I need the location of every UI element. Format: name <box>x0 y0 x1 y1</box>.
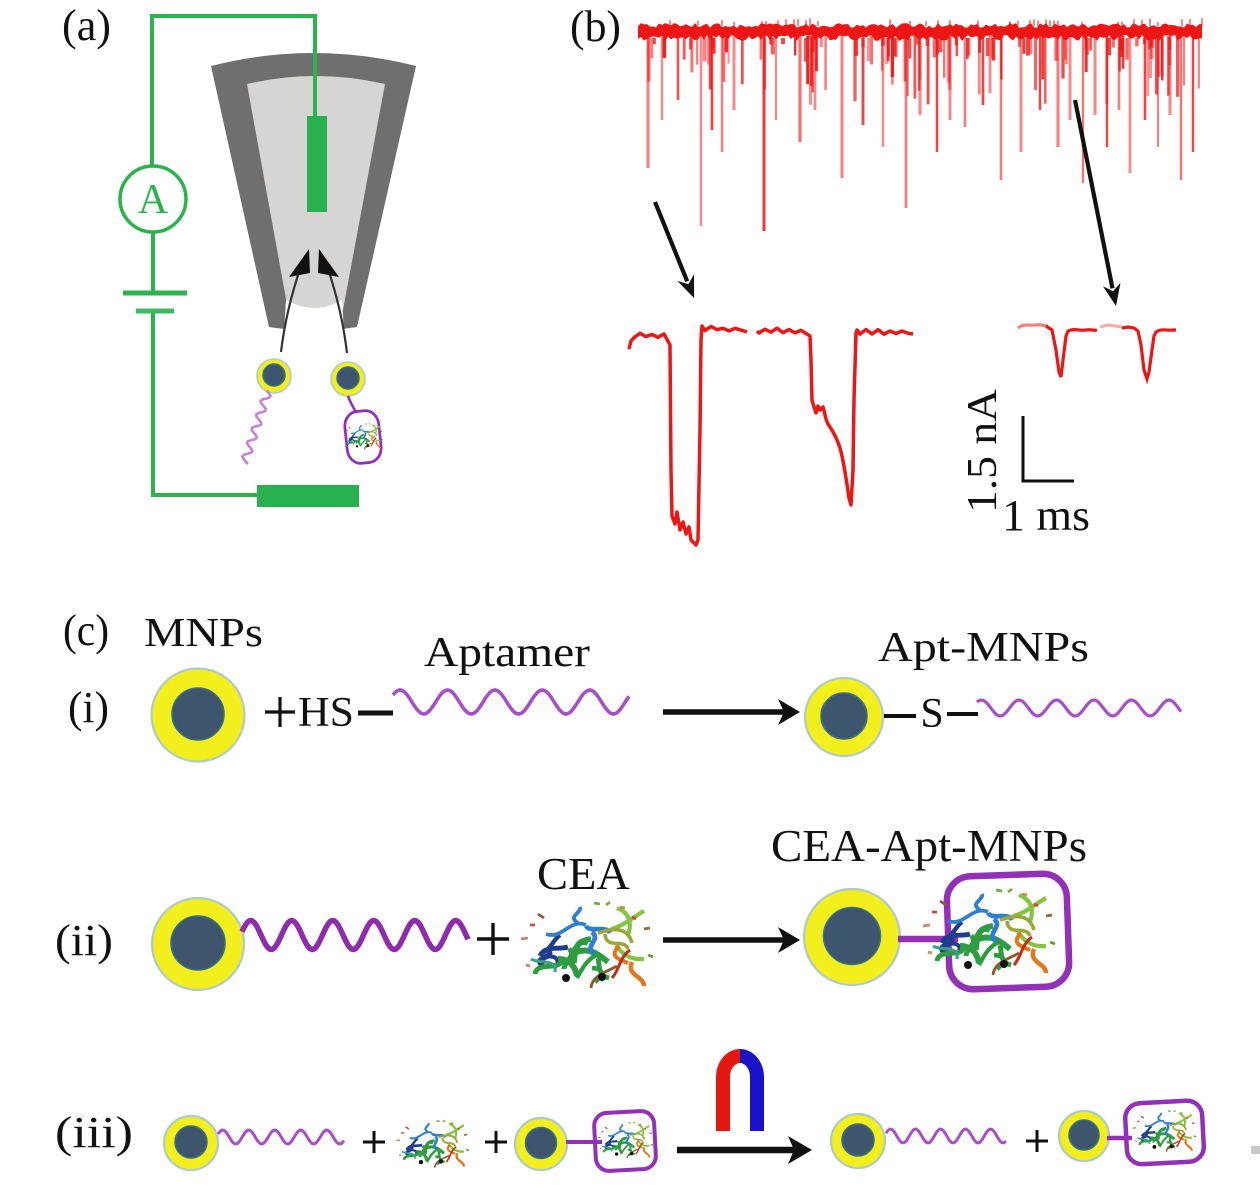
svg-text:Aptamer: Aptamer <box>424 630 590 676</box>
svg-text:A: A <box>138 177 169 223</box>
svg-text:(i): (i) <box>68 683 109 732</box>
svg-text:1.5 nA: 1.5 nA <box>960 388 1006 513</box>
svg-text:(iii): (iii) <box>55 1108 133 1157</box>
svg-text:(a): (a) <box>62 1 111 50</box>
svg-text:(ii): (ii) <box>55 916 113 965</box>
svg-text:(b): (b) <box>570 2 621 51</box>
svg-text:HS: HS <box>298 690 354 736</box>
svg-text:(c): (c) <box>63 606 109 655</box>
svg-text:Apt-MNPs: Apt-MNPs <box>878 625 1089 671</box>
svg-text:CEA: CEA <box>537 848 630 899</box>
svg-text:MNPs: MNPs <box>144 609 263 655</box>
svg-text:1 ms: 1 ms <box>1002 491 1090 540</box>
svg-text:CEA-Apt-MNPs: CEA-Apt-MNPs <box>771 821 1087 871</box>
svg-text:S: S <box>920 691 943 737</box>
